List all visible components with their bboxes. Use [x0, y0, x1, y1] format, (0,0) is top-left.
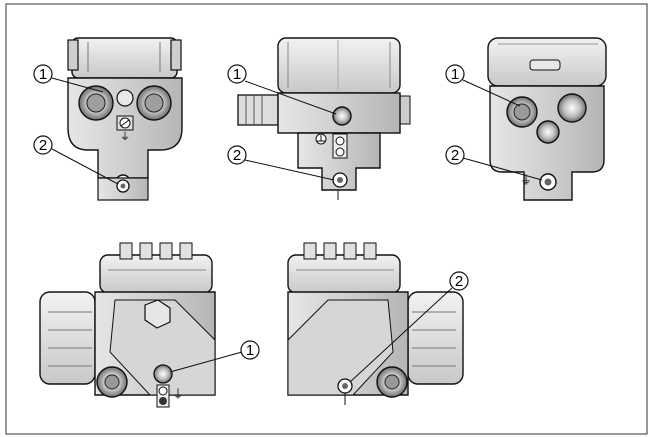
callout-label: 2 [455, 273, 463, 290]
view-top-middle [237, 37, 411, 200]
callout-2-top-right: 2 [445, 145, 465, 165]
ground-icon: ⏚ [172, 387, 184, 401]
view-bottom-right [287, 242, 464, 405]
callout-2-top-middle: 2 [227, 145, 247, 165]
callout-2-bottom-right: 2 [449, 271, 469, 291]
callout-label: 1 [233, 66, 241, 83]
callout-label: 2 [233, 147, 241, 164]
frame-border [5, 3, 648, 435]
view-top-left: ⏚ [51, 37, 183, 201]
callout-2-top-left: 2 [33, 135, 53, 155]
callout-1-top-right: 1 [445, 64, 465, 84]
callout-1-top-middle: 1 [227, 64, 247, 84]
callout-1-top-left: 1 [33, 64, 53, 84]
callout-label: 1 [39, 66, 47, 83]
callout-label: 2 [451, 147, 459, 164]
view-top-right: ⏚ [462, 37, 607, 201]
ground-icon: ⏚ [120, 131, 130, 143]
callout-1-bottom-left: 1 [240, 340, 260, 360]
callout-label: 1 [246, 342, 254, 359]
view-bottom-left: ⏚ [39, 242, 243, 408]
callout-label: 1 [451, 66, 459, 83]
callout-label: 2 [39, 137, 47, 154]
